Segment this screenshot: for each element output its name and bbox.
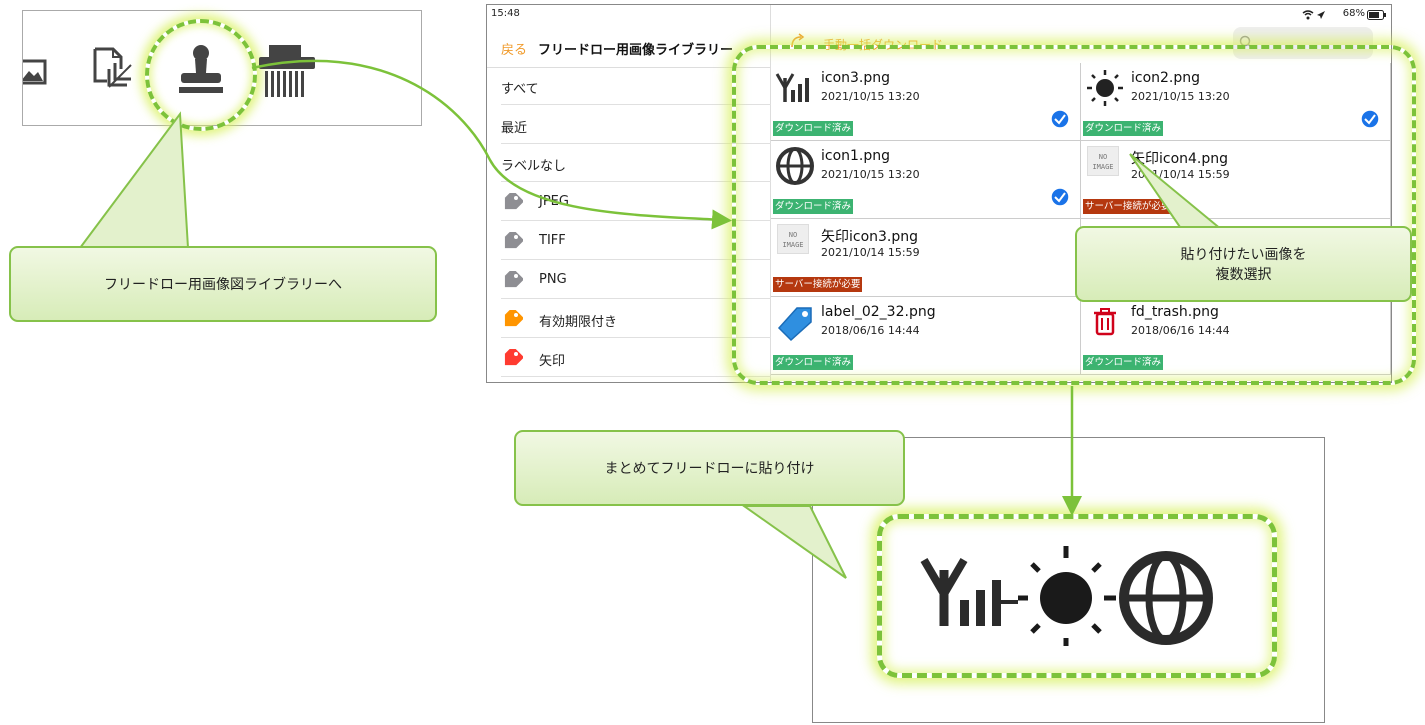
stamp-highlight xyxy=(145,19,257,131)
file-name: icon3.png xyxy=(821,70,891,86)
selected-check-icon xyxy=(1050,109,1070,129)
file-date: 2018/06/16 14:44 xyxy=(1131,324,1230,337)
file-name: fd_trash.png xyxy=(1131,304,1219,320)
pasted-icons-group xyxy=(920,546,1213,646)
select-multiple-line2: 複数選択 xyxy=(1215,267,1272,283)
sidebar-item-expiring[interactable]: 有効期限付き xyxy=(487,300,771,338)
file-date: 2021/10/14 15:59 xyxy=(821,246,920,259)
grid-item-icon2[interactable]: icon2.png 2021/10/15 13:20 ダウンロード済み xyxy=(1081,63,1391,141)
globe-icon xyxy=(776,147,814,185)
status-badge: ダウンロード済み xyxy=(773,355,854,370)
sun-icon xyxy=(1087,70,1123,106)
selected-check-icon xyxy=(1050,187,1070,207)
library-title: フリードロー用画像ライブラリー xyxy=(538,43,734,58)
grid-item-icon1[interactable]: icon1.png 2021/10/15 13:20 ダウンロード済み xyxy=(771,141,1081,219)
file-name: label_02_32.png xyxy=(821,304,936,320)
tag-icon xyxy=(504,193,523,210)
library-sidebar: 15:48 戻る フリードロー用画像ライブラリー すべて 最近 ラベルなし JP… xyxy=(487,5,771,382)
arrow-to-library xyxy=(251,59,732,230)
selected-check-icon xyxy=(1360,109,1380,129)
sidebar-item-label: すべて xyxy=(501,82,539,97)
label-tag-icon xyxy=(777,307,812,342)
file-date: 2021/10/15 13:20 xyxy=(821,168,920,181)
status-time: 15:48 xyxy=(491,8,520,19)
sidebar-item-no-label[interactable]: ラベルなし xyxy=(487,144,771,182)
sidebar-item-label: 最近 xyxy=(501,121,528,136)
trash-icon xyxy=(1094,308,1116,336)
sidebar-item-label: ラベルなし xyxy=(501,159,567,174)
status-badge: ダウンロード済み xyxy=(1083,355,1164,370)
signal-antenna-icon xyxy=(775,73,809,102)
sidebar-item-label: PNG xyxy=(539,272,567,287)
paste-together-callout: まとめてフリードローに貼り付け xyxy=(514,430,905,506)
tag-icon xyxy=(504,271,523,288)
sidebar-item-arrow[interactable]: 矢印 xyxy=(487,339,771,377)
file-name: 矢印icon3.png xyxy=(821,229,919,245)
pasted-images-highlight xyxy=(877,514,1277,678)
grid-item-fd-trash[interactable]: fd_trash.png 2018/06/16 14:44 ダウンロード済み xyxy=(1081,297,1391,375)
file-date: 2021/10/15 13:20 xyxy=(1131,90,1230,103)
battery-percent: 68% xyxy=(1342,8,1365,19)
tag-icon xyxy=(504,310,523,327)
signal-antenna-icon xyxy=(920,557,1018,626)
file-name: icon2.png xyxy=(1131,70,1201,86)
file-date: 2018/06/16 14:44 xyxy=(821,324,920,337)
grid-item-icon3[interactable]: icon3.png 2021/10/15 13:20 ダウンロード済み xyxy=(771,63,1081,141)
file-date: 2021/10/15 13:20 xyxy=(821,90,920,103)
tag-icon xyxy=(504,349,523,366)
image-icon[interactable] xyxy=(23,59,49,87)
status-badge: ダウンロード済み xyxy=(773,121,854,136)
sidebar-item-tiff[interactable]: TIFF xyxy=(487,222,771,260)
battery-icon xyxy=(1367,10,1386,20)
tag-icon xyxy=(504,232,523,249)
status-badge: ダウンロード済み xyxy=(1083,121,1164,136)
grid-item-label-02-32[interactable]: label_02_32.png 2018/06/16 14:44 ダウンロード済… xyxy=(771,297,1081,375)
open-library-callout: フリードロー用画像図ライブラリーへ xyxy=(9,246,437,322)
status-badge: サーバー接続が必要 xyxy=(773,277,863,292)
search-field[interactable] xyxy=(1233,27,1373,59)
wifi-location-icon xyxy=(1302,10,1325,20)
paste-together-callout-text: まとめてフリードローに貼り付け xyxy=(604,461,815,477)
sun-icon xyxy=(1018,546,1116,646)
file-name: 矢印icon4.png xyxy=(1131,151,1229,167)
sidebar-item-recent[interactable]: 最近 xyxy=(487,106,771,144)
sidebar-item-label: 矢印 xyxy=(539,354,566,369)
crop-image-icon[interactable] xyxy=(91,47,133,91)
status-badge: ダウンロード済み xyxy=(773,199,854,214)
open-library-callout-text: フリードロー用画像図ライブラリーへ xyxy=(104,277,342,293)
select-multiple-line1: 貼り付けたい画像を xyxy=(1180,247,1307,263)
freedraw-toolbar xyxy=(22,10,422,131)
sidebar-item-label: TIFF xyxy=(539,233,566,248)
status-badge: サーバー接続が必要 xyxy=(1083,199,1173,214)
select-multiple-callout: 貼り付けたい画像を 複数選択 xyxy=(1075,226,1412,302)
globe-icon xyxy=(1119,551,1213,645)
sidebar-item-label: 有効期限付き xyxy=(539,315,618,330)
sidebar-item-png[interactable]: PNG xyxy=(487,261,771,299)
sidebar-item-all[interactable]: すべて xyxy=(487,67,771,105)
callout-pointer xyxy=(740,505,847,579)
back-button[interactable]: 戻る xyxy=(501,43,528,58)
file-name: icon1.png xyxy=(821,148,891,164)
grid-selection-highlight xyxy=(732,45,1416,385)
